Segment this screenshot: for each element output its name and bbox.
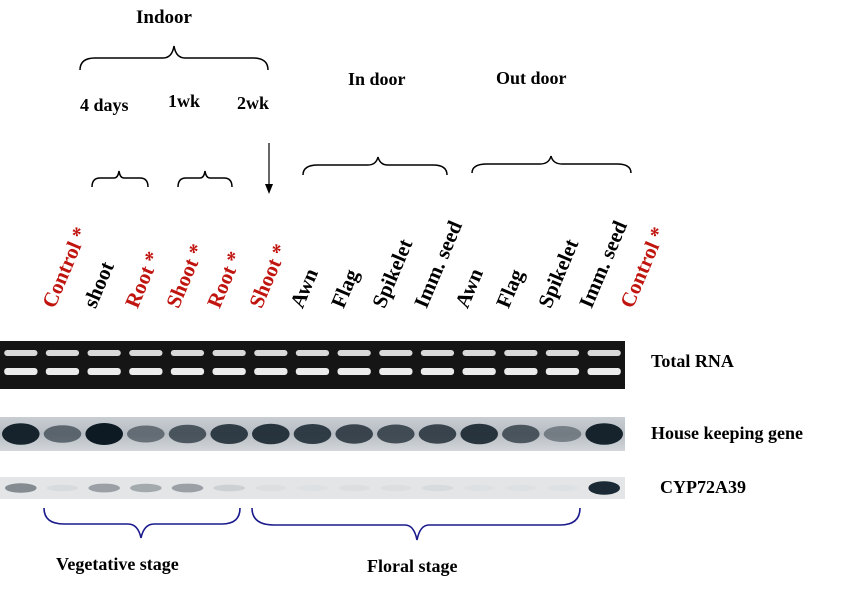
housekeeping-band — [418, 424, 457, 444]
rna-band-lower — [587, 368, 621, 375]
housekeeping-band — [543, 426, 582, 442]
rna-band-lower — [545, 368, 580, 375]
cyp72a39-band — [297, 485, 329, 491]
rna-band-upper — [587, 350, 621, 356]
housekeeping-band — [85, 423, 123, 445]
rna-band-lower — [45, 368, 80, 375]
housekeeping-band — [251, 423, 290, 445]
cyp72a39-label: CYP72A39 — [660, 477, 746, 497]
vegetative-stage-brace — [43, 507, 241, 539]
housekeeping-bands — [2, 423, 623, 445]
rna-band-upper — [504, 350, 538, 356]
rna-band-lower — [504, 368, 538, 375]
rna-band-lower — [4, 368, 38, 375]
cyp72a39-band — [338, 485, 370, 491]
cyp72a39-band — [46, 484, 79, 492]
rna-band-lower — [379, 368, 413, 375]
housekeeping-band — [377, 424, 415, 444]
housekeeping-band — [210, 424, 248, 444]
in-door-brace — [302, 156, 448, 176]
cyp72a39-band — [421, 484, 454, 492]
rna-band-upper — [379, 350, 413, 356]
rna-band-lower — [295, 368, 330, 375]
cyp72a39-band — [380, 485, 412, 491]
rna-band-upper — [420, 350, 455, 356]
rna-band-lower — [212, 368, 246, 375]
out-door-label: Out door — [496, 68, 567, 88]
timepoint-2wk: 2wk — [237, 93, 270, 113]
cyp72a39-band — [255, 485, 287, 491]
housekeeping-blot — [0, 417, 625, 451]
rna-band-upper — [254, 350, 288, 356]
housekeeping-band — [335, 424, 374, 444]
housekeeping-band — [43, 425, 82, 443]
housekeeping-band — [502, 424, 540, 444]
total-rna-gel-background — [0, 341, 625, 389]
rna-band-upper — [337, 350, 371, 356]
cyp72a39-band — [213, 484, 245, 492]
cyp72a39-band — [88, 483, 120, 493]
cyp72a39-blot-background — [0, 477, 625, 499]
cyp72a39-band — [588, 481, 620, 495]
rna-band-upper — [295, 350, 330, 356]
housekeeping-band — [127, 425, 165, 443]
housekeeping-band — [585, 423, 623, 445]
housekeeping-gene-label: House keeping gene — [651, 423, 804, 443]
rna-band-lower — [254, 368, 288, 375]
total-rna-gel — [0, 341, 625, 389]
cyp72a39-band — [547, 485, 579, 491]
total-rna-bands — [4, 350, 621, 375]
indoor-brace — [79, 45, 269, 71]
one-week-brace — [177, 170, 233, 188]
rna-band-upper — [170, 350, 205, 356]
rna-band-upper — [545, 350, 580, 356]
housekeeping-band — [293, 424, 332, 444]
rna-band-upper — [462, 350, 496, 356]
housekeeping-band — [2, 423, 40, 445]
rna-band-lower — [337, 368, 371, 375]
total-rna-label: Total RNA — [651, 351, 734, 371]
rna-band-upper — [129, 350, 163, 356]
cyp72a39-bands — [4, 481, 620, 495]
rna-band-lower — [420, 368, 455, 375]
cyp72a39-band — [463, 485, 495, 491]
rna-band-upper — [4, 350, 38, 356]
housekeeping-band — [168, 424, 207, 444]
rna-band-lower — [170, 368, 205, 375]
timepoint-1wk: 1wk — [168, 91, 201, 111]
cyp72a39-band — [130, 483, 162, 493]
rna-band-lower — [87, 368, 121, 375]
cyp72a39-band — [4, 483, 37, 493]
four-days-brace — [91, 170, 149, 188]
two-week-arrowhead — [265, 184, 273, 194]
vegetative-stage-label: Vegetative stage — [56, 554, 179, 574]
indoor-label: Indoor — [136, 7, 192, 28]
floral-stage-brace — [251, 507, 581, 541]
in-door-label: In door — [348, 69, 406, 89]
cyp72a39-band — [171, 483, 204, 493]
rna-band-upper — [87, 350, 121, 356]
housekeeping-band — [460, 423, 499, 445]
rna-band-lower — [129, 368, 163, 375]
floral-stage-label: Floral stage — [367, 556, 458, 576]
rna-band-upper — [45, 350, 80, 356]
rna-band-lower — [462, 368, 496, 375]
cyp72a39-blot — [0, 477, 625, 499]
rna-band-upper — [212, 350, 246, 356]
timepoint-4-days: 4 days — [80, 95, 129, 115]
out-door-brace — [471, 155, 632, 174]
cyp72a39-band — [505, 485, 537, 491]
